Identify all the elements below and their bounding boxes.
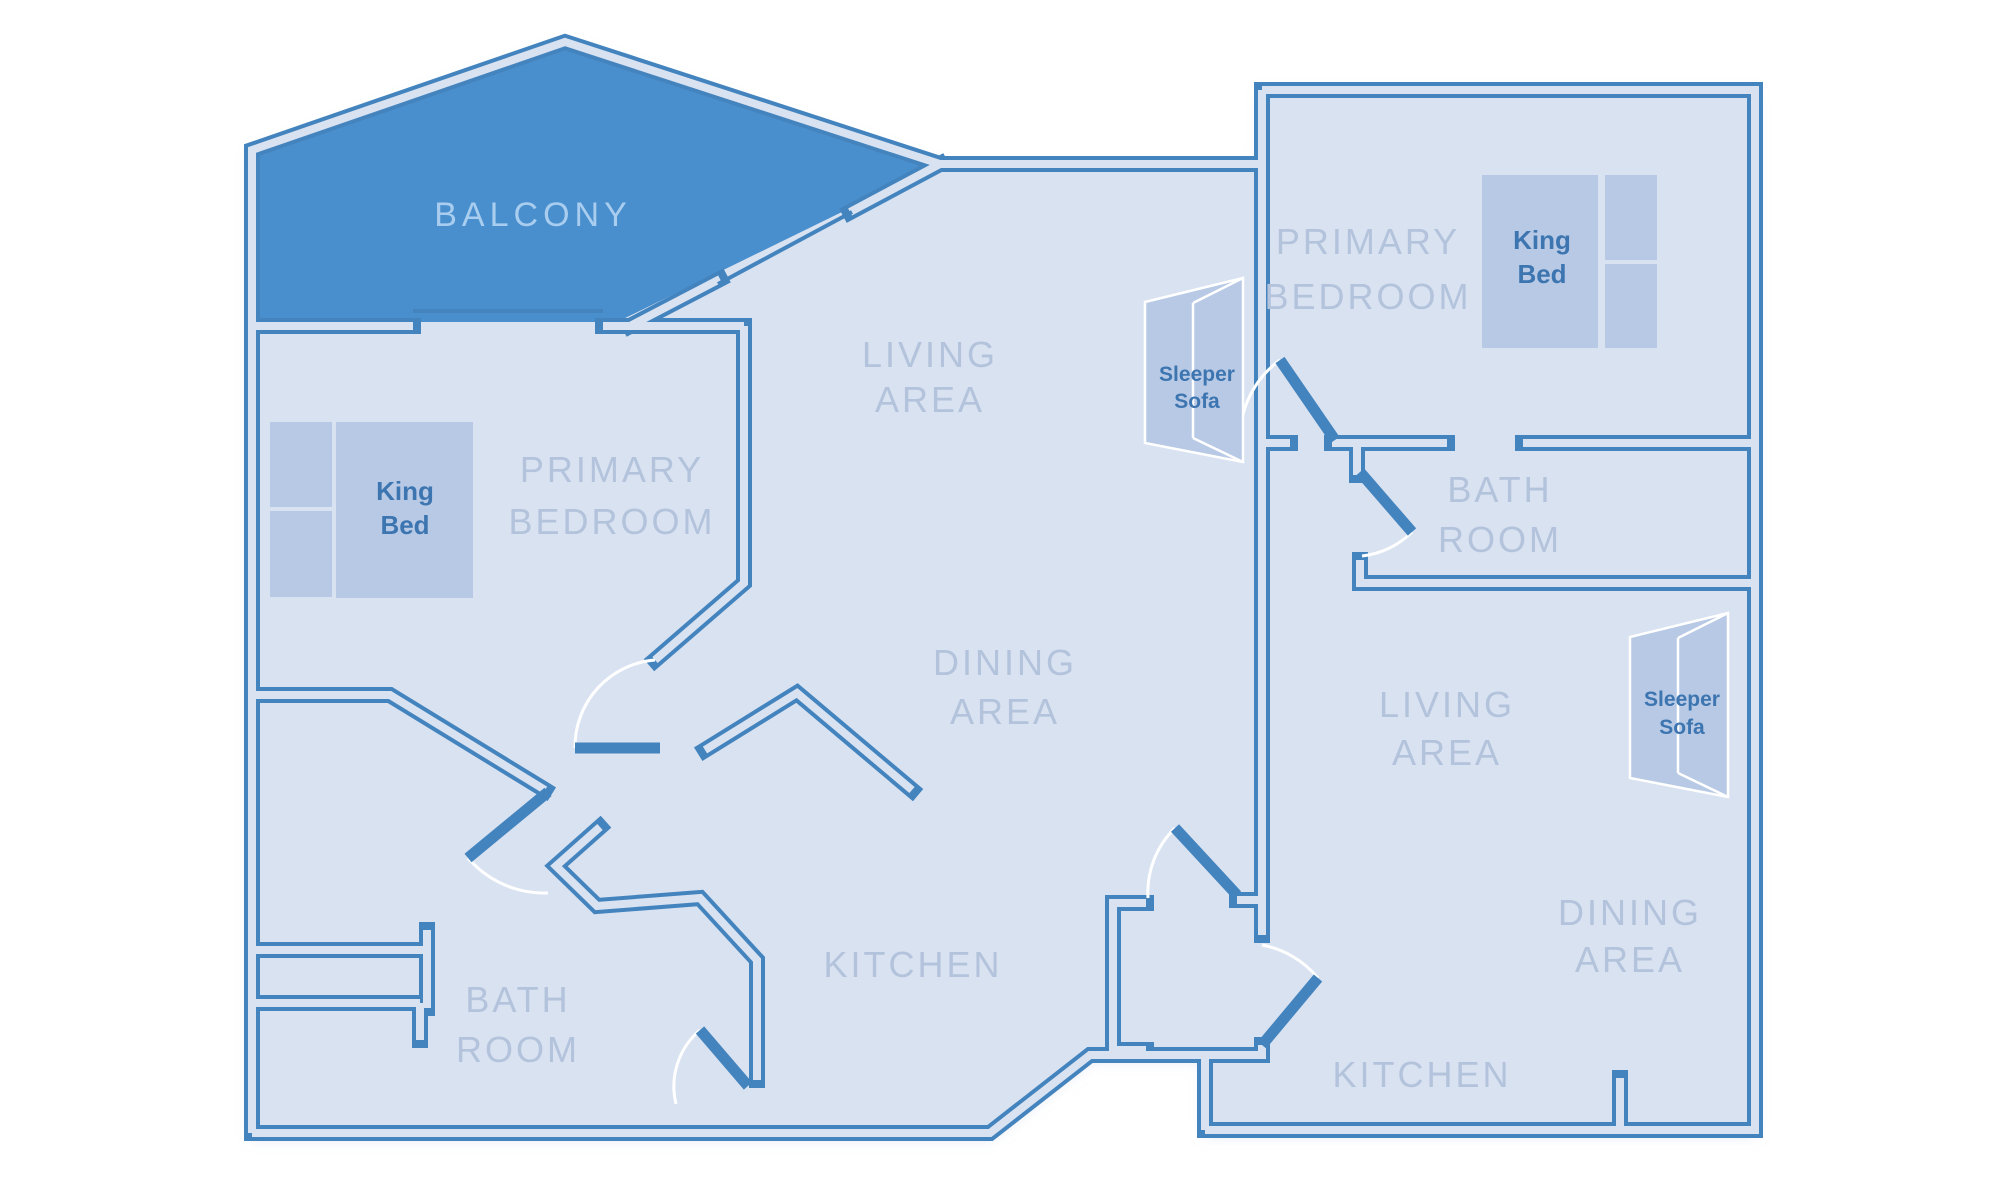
right-primary-bedroom-label-line2: BEDROOM [1264,276,1471,317]
left-king-bed-label-line2: Bed [380,510,429,540]
left-kitchen-label: KITCHEN [823,944,1002,985]
right-dining-area-label-line1: DINING [1558,892,1702,933]
left-bathroom-label-line1: BATH [465,979,570,1020]
right-bathroom-label-line2: ROOM [1438,519,1562,560]
left-dining-area-label-line1: DINING [933,642,1077,683]
right-king-bed-label-line1: King [1513,225,1571,255]
left-living-area-label-line2: AREA [875,379,985,420]
left-sofa-label-line2: Sofa [1174,390,1220,413]
right-bathroom-door [1355,468,1417,536]
left-bathroom-label-line2: ROOM [456,1029,580,1070]
pillow [270,511,332,597]
right-sofa-label-line2: Sofa [1659,716,1705,739]
right-bathroom-label-line1: BATH [1447,469,1552,510]
pillow [270,422,332,507]
right-king-bed-label-line2: Bed [1517,259,1566,289]
balcony-label: BALCONY [434,196,632,234]
right-living-area-label-line1: LIVING [1379,684,1515,725]
right-primary-bedroom-label-line1: PRIMARY [1276,221,1460,262]
left-entry-door [1170,824,1242,899]
sliding-doors [413,210,853,313]
left-primary-bedroom-label-line2: BEDROOM [508,501,715,542]
right-sofa-label-line1: Sleeper [1644,688,1720,711]
left-sleeper-sofa: Sleeper Sofa [1143,276,1245,464]
right-dining-area-label-line2: AREA [1575,939,1685,980]
right-kitchen-label: KITCHEN [1332,1054,1511,1095]
right-king-bed: King Bed [1482,175,1657,348]
door-arcs [466,358,1414,1105]
right-living-area-label-line2: AREA [1392,732,1502,773]
left-king-bed: King Bed [270,422,473,598]
right-entry-door [1257,974,1323,1049]
room-labels: BALCONY PRIMARY BEDROOM LIVING AREA DINI… [434,196,1702,1095]
left-bathroom-door [695,1026,753,1090]
right-sleeper-sofa: Sleeper Sofa [1628,611,1730,799]
left-king-bed-label-line1: King [376,476,434,506]
doors [464,356,1417,1090]
left-sofa-label-line1: Sleeper [1159,363,1235,386]
right-unit-floor [1205,90,1755,1130]
pillow [1605,175,1657,260]
left-primary-bedroom-label-line1: PRIMARY [520,449,704,490]
left-dining-area-label-line2: AREA [950,691,1060,732]
right-bedroom-door [1275,356,1340,444]
pillow [1605,264,1657,348]
left-living-area-label-line1: LIVING [862,334,998,375]
walls [244,33,1763,1141]
left-closet-door [464,787,552,863]
